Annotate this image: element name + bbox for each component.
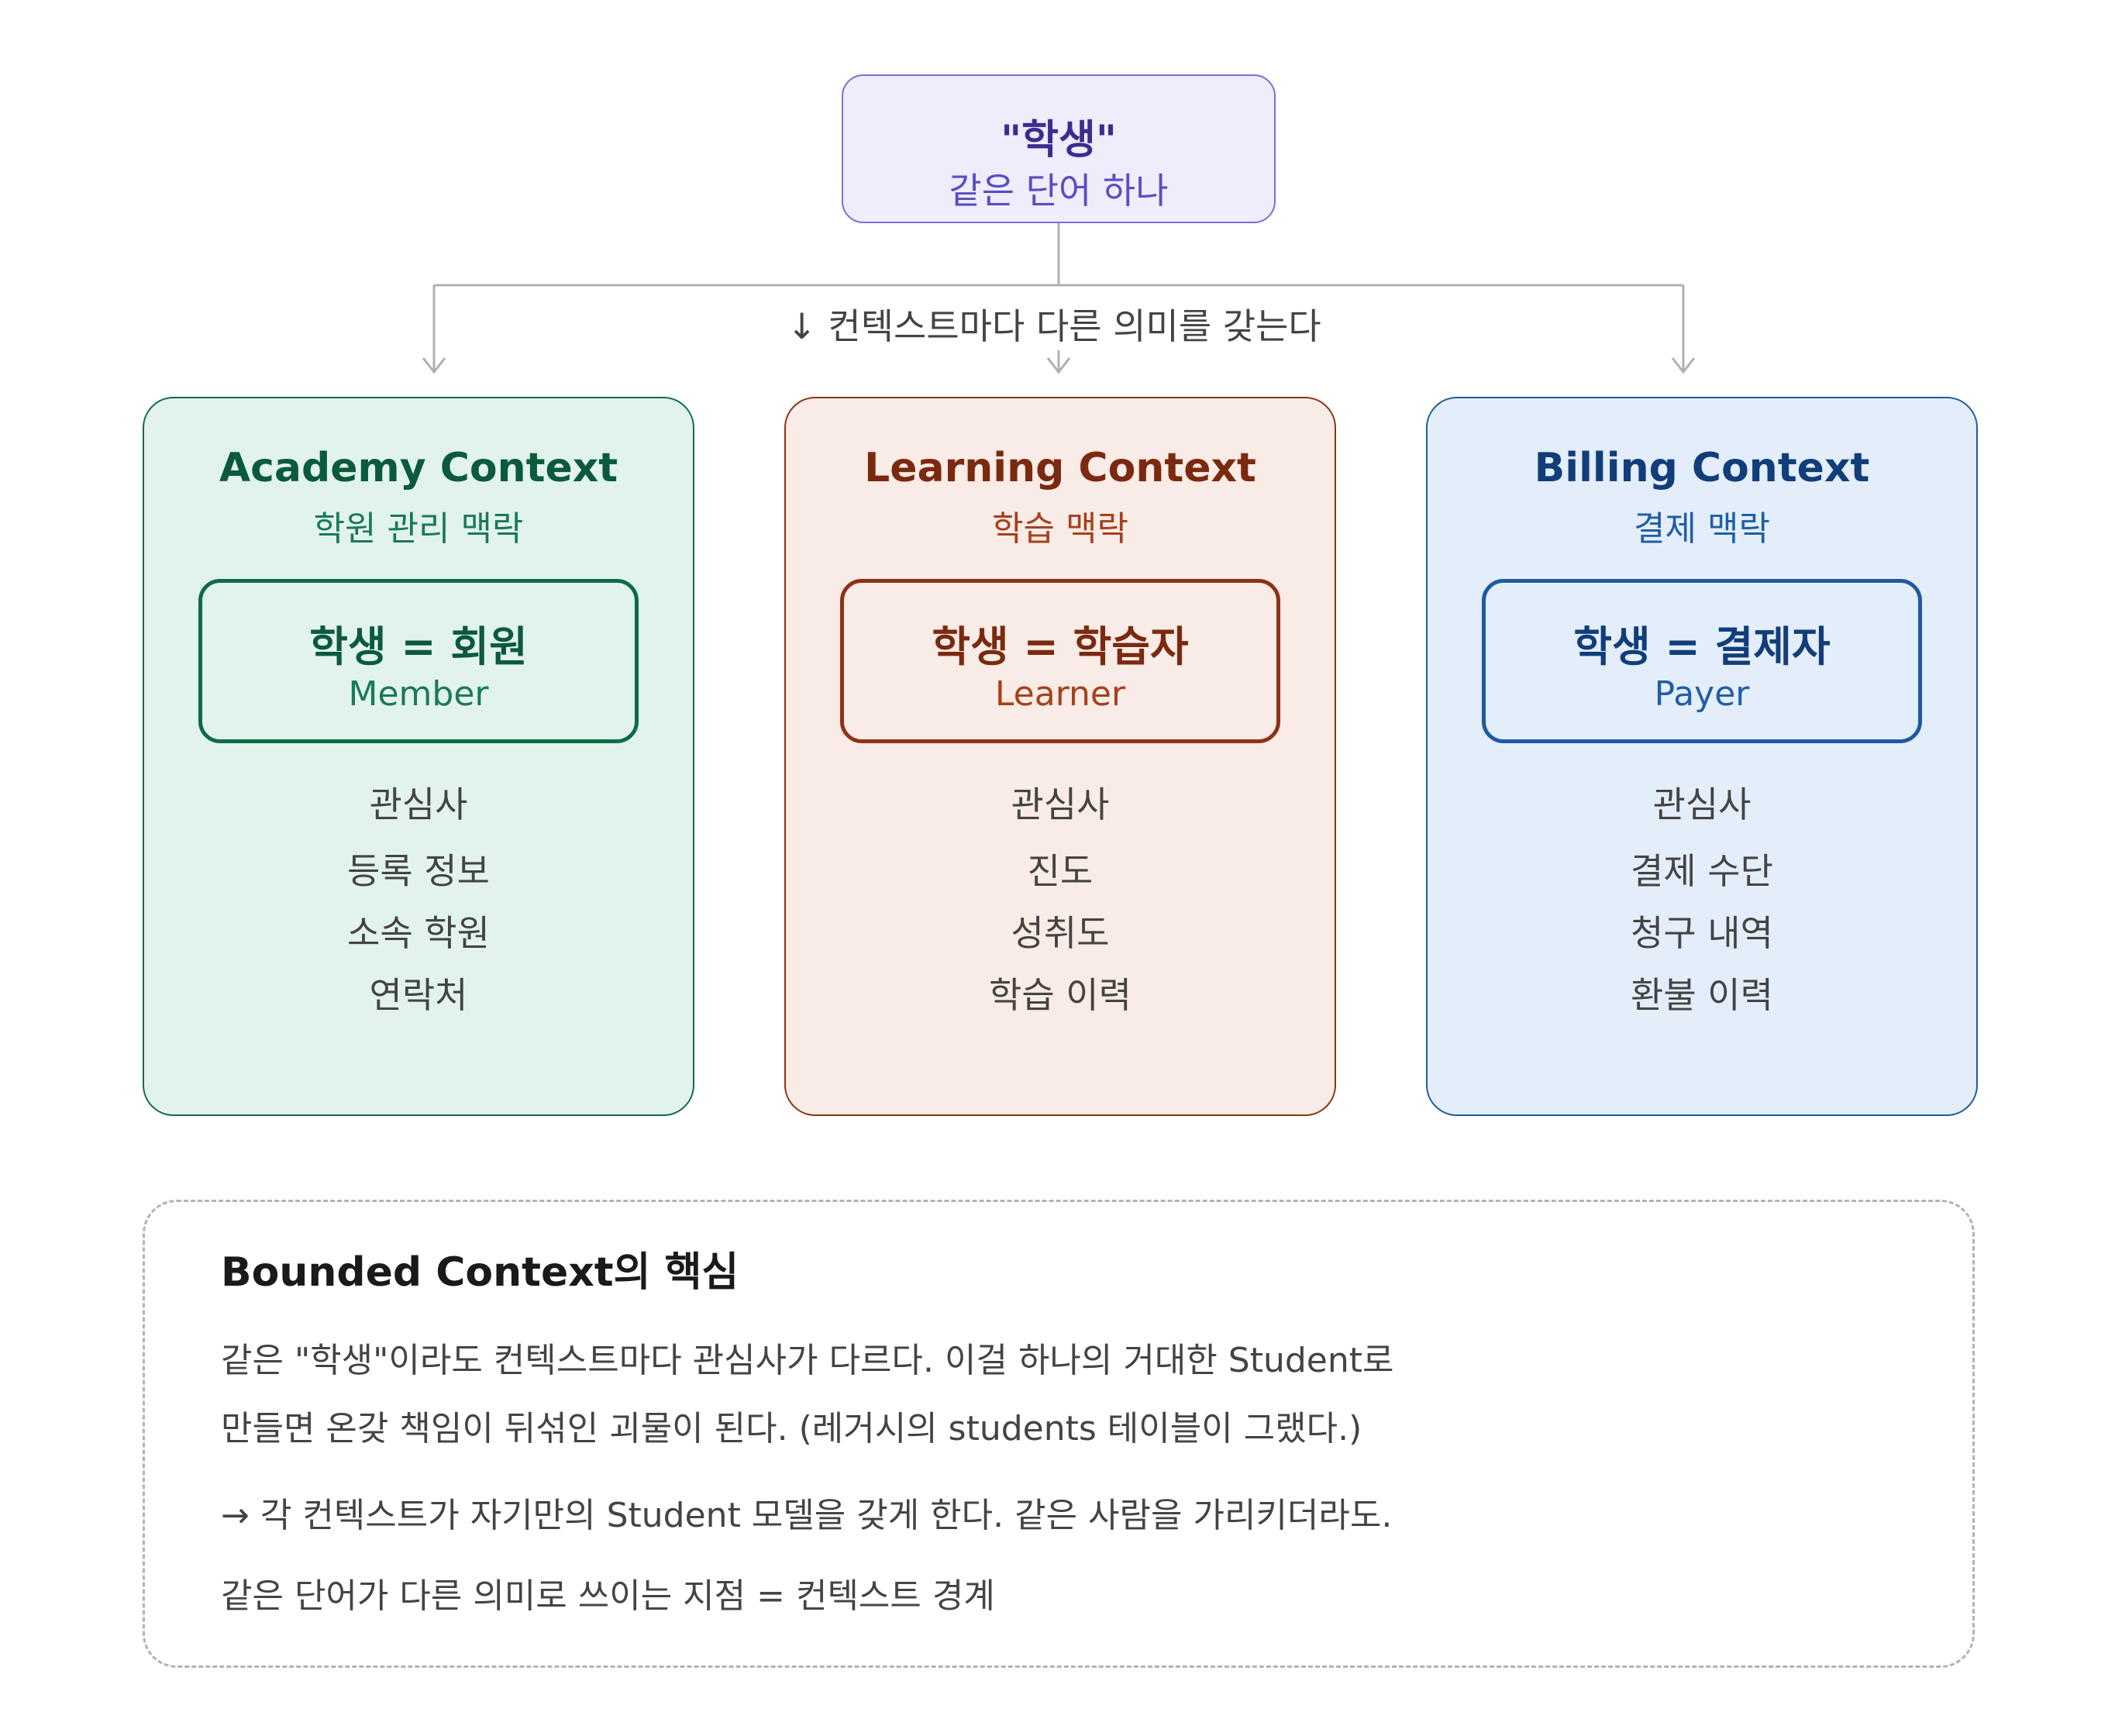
connector-label: ↓ 컨텍스트마다 다른 의미를 갖는다 (787, 305, 1321, 347)
note-line: 같은 단어가 다른 의미로 쓰이는 지점 = 컨텍스트 경계 (221, 1576, 995, 1616)
concern-item: 진도 (1027, 850, 1094, 892)
academy-context-card: Academy Context 학원 관리 맥락 학생 = 회원 Member … (143, 397, 694, 1116)
meaning-equation: 학생 = 학습자 (932, 622, 1189, 671)
meaning-equation: 학생 = 결제자 (1573, 622, 1831, 671)
context-title: Academy Context (219, 445, 618, 491)
concern-item: 환불 이력 (1631, 974, 1773, 1016)
note-line: → 각 컨텍스트가 자기만의 Student 모델을 갖게 한다. 같은 사람을… (221, 1496, 1393, 1535)
term-node: "학생" 같은 단어 하나 (842, 74, 1276, 223)
context-title: Learning Context (864, 445, 1256, 491)
context-subtitle: 학원 관리 맥락 (313, 509, 524, 549)
context-subtitle: 결제 맥락 (1634, 509, 1770, 549)
meaning-box: 학생 = 회원 Member (198, 579, 639, 743)
concerns-heading: 관심사 (1011, 784, 1110, 825)
term-subtitle: 같은 단어 하나 (949, 170, 1169, 212)
term-title: "학생" (1001, 117, 1117, 164)
meaning-box: 학생 = 학습자 Learner (840, 579, 1280, 743)
concern-item: 결제 수단 (1631, 850, 1773, 892)
concern-item: 등록 정보 (347, 850, 490, 892)
concerns-heading: 관심사 (1652, 784, 1752, 825)
learning-context-card: Learning Context 학습 맥락 학생 = 학습자 Learner … (784, 397, 1336, 1116)
billing-context-card: Billing Context 결제 맥락 학생 = 결제자 Payer 관심사… (1426, 397, 1978, 1116)
meaning-box: 학생 = 결제자 Payer (1482, 579, 1922, 743)
meaning-english: Learner (994, 674, 1126, 714)
note-line: 같은 "학생"이라도 컨텍스트마다 관심사가 다르다. 이걸 하나의 거대한 S… (221, 1341, 1394, 1380)
concern-item: 연락처 (369, 974, 468, 1016)
concerns-heading: 관심사 (369, 784, 468, 825)
meaning-english: Member (348, 674, 489, 714)
context-title: Billing Context (1534, 445, 1870, 491)
concern-item: 성취도 (1011, 912, 1110, 954)
note-line: 만들면 온갖 책임이 뒤섞인 괴물이 된다. (레거시의 students 테이… (221, 1409, 1362, 1448)
concern-item: 소속 학원 (347, 912, 490, 954)
meaning-english: Payer (1654, 674, 1750, 714)
key-point-note: Bounded Context의 핵심 같은 "학생"이라도 컨텍스트마다 관심… (143, 1200, 1975, 1668)
concern-item: 청구 내역 (1631, 912, 1773, 954)
concern-item: 학습 이력 (989, 974, 1132, 1016)
meaning-equation: 학생 = 회원 (309, 622, 528, 671)
context-subtitle: 학습 맥락 (992, 509, 1128, 549)
note-title: Bounded Context의 핵심 (221, 1249, 739, 1296)
